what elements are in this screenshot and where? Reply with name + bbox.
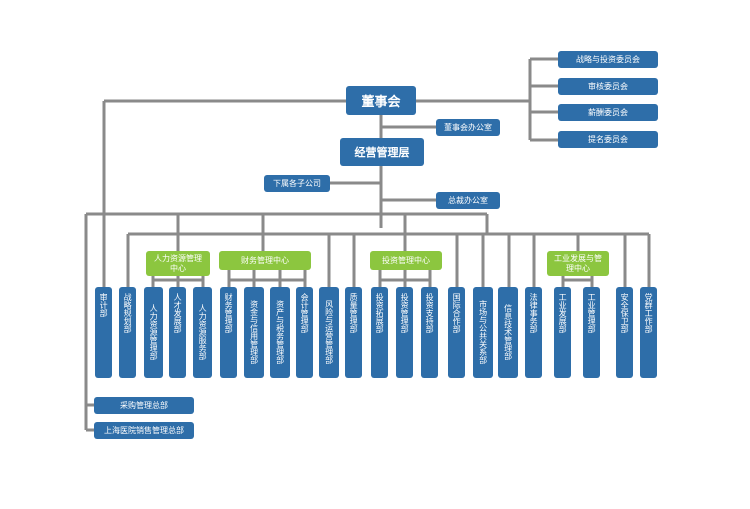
dept-security: 安全保卫部	[616, 287, 633, 378]
subsidiaries-box: 下属各子公司	[264, 175, 330, 192]
dept-audit: 审计部	[95, 287, 112, 378]
committee-strategy: 战略与投资委员会	[558, 51, 658, 68]
industrial-center-box: 工业发展与管理中心	[547, 251, 609, 276]
dept-funds-credit: 资金与信用管理部	[244, 287, 264, 378]
investment-center-box: 投资管理中心	[370, 251, 442, 270]
dept-legal-affairs: 法律事务部	[525, 287, 542, 378]
procurement-hq-box: 采购管理总部	[94, 397, 194, 414]
committee-nomination: 提名委员会	[558, 131, 658, 148]
dept-market-pr: 市场与公共关系部	[473, 287, 493, 378]
board-label: 董事会	[361, 95, 401, 110]
dept-talent-development: 人才发展部	[169, 287, 186, 378]
management-box: 经营管理层	[340, 138, 424, 166]
management-label: 经营管理层	[354, 146, 410, 159]
dept-finance-management: 财务管理部	[220, 287, 237, 378]
dept-investment-management: 投资管理部	[396, 287, 413, 378]
dept-it-management: 信息技术管理部	[498, 287, 518, 378]
dept-investment-support: 投资支持部	[421, 287, 438, 378]
dept-international-cooperation: 国际合作部	[448, 287, 465, 378]
dept-assets-tax: 资产与税务管理部	[270, 287, 290, 378]
dept-hr-service: 人力资源服务部	[193, 287, 212, 378]
dept-industrial-development: 工业发展部	[554, 287, 571, 378]
dept-industrial-management: 工业管理部	[583, 287, 600, 378]
dept-hr-management: 人力资源管理部	[144, 287, 163, 378]
shanghai-hospital-sales-hq-box: 上海医院销售管理总部	[94, 422, 194, 439]
dept-quality: 质量管理部	[345, 287, 362, 378]
board-office-box: 董事会办公室	[436, 119, 500, 136]
finance-center-box: 财务管理中心	[219, 251, 311, 270]
dept-strategy-planning: 战略规划部	[119, 287, 136, 378]
board-box: 董事会	[346, 86, 416, 115]
president-office-box: 总裁办公室	[436, 192, 500, 209]
dept-risk-operations: 风险与运营管理部	[319, 287, 339, 378]
dept-accounting: 会计管理部	[296, 287, 313, 378]
hr-center-box: 人力资源管理中心	[146, 251, 210, 276]
dept-party-affairs: 党群工作部	[640, 287, 657, 378]
dept-investment-expansion: 投资拓展部	[371, 287, 388, 378]
committee-compensation: 薪酬委员会	[558, 104, 658, 121]
committee-audit: 审核委员会	[558, 78, 658, 95]
